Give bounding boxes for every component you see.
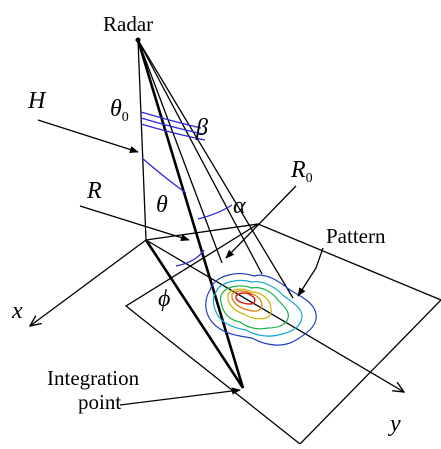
cone-line-beta: [137, 39, 263, 275]
H-pointer: [37, 119, 139, 153]
theta0-arc-3: [140, 123, 206, 141]
theta0-arc-2: [140, 117, 204, 135]
phi-label: ϕ: [158, 286, 170, 312]
R-label: R: [86, 178, 102, 204]
integration-label-line1: Integration: [47, 366, 140, 390]
phi-arc: [175, 249, 205, 267]
radar-label: Radar: [103, 12, 153, 36]
theta-label: θ: [156, 192, 168, 218]
line-R: [137, 39, 223, 264]
theta0-arc-1: [140, 111, 202, 129]
cone-line-outer: [137, 39, 294, 299]
integration-pointer: [119, 387, 241, 406]
line-to-integration-point: [136, 39, 245, 389]
radar-point: [135, 37, 141, 43]
y-axis-label: y: [388, 411, 401, 437]
pattern-contours: [205, 273, 317, 346]
R0-label: R0: [290, 157, 313, 186]
ground-foot-line: [145, 223, 259, 241]
R0-pointer: [225, 185, 297, 259]
H-label: H: [27, 88, 47, 114]
height-line: [137, 39, 147, 241]
x-axis-label: x: [11, 298, 23, 324]
pattern-label: Pattern: [326, 224, 386, 248]
pattern-pointer: [297, 247, 324, 297]
R-pointer: [79, 205, 190, 242]
ground-projection-line: [144, 239, 245, 389]
y-axis: [145, 239, 404, 392]
theta0-label: θ0: [110, 96, 129, 125]
x-axis: [30, 239, 147, 326]
beta-label: β: [195, 115, 208, 141]
theta-arc: [141, 157, 187, 194]
integration-label-line2: point: [78, 390, 121, 414]
alpha-label: α: [233, 193, 246, 219]
alpha-arc: [197, 204, 233, 220]
